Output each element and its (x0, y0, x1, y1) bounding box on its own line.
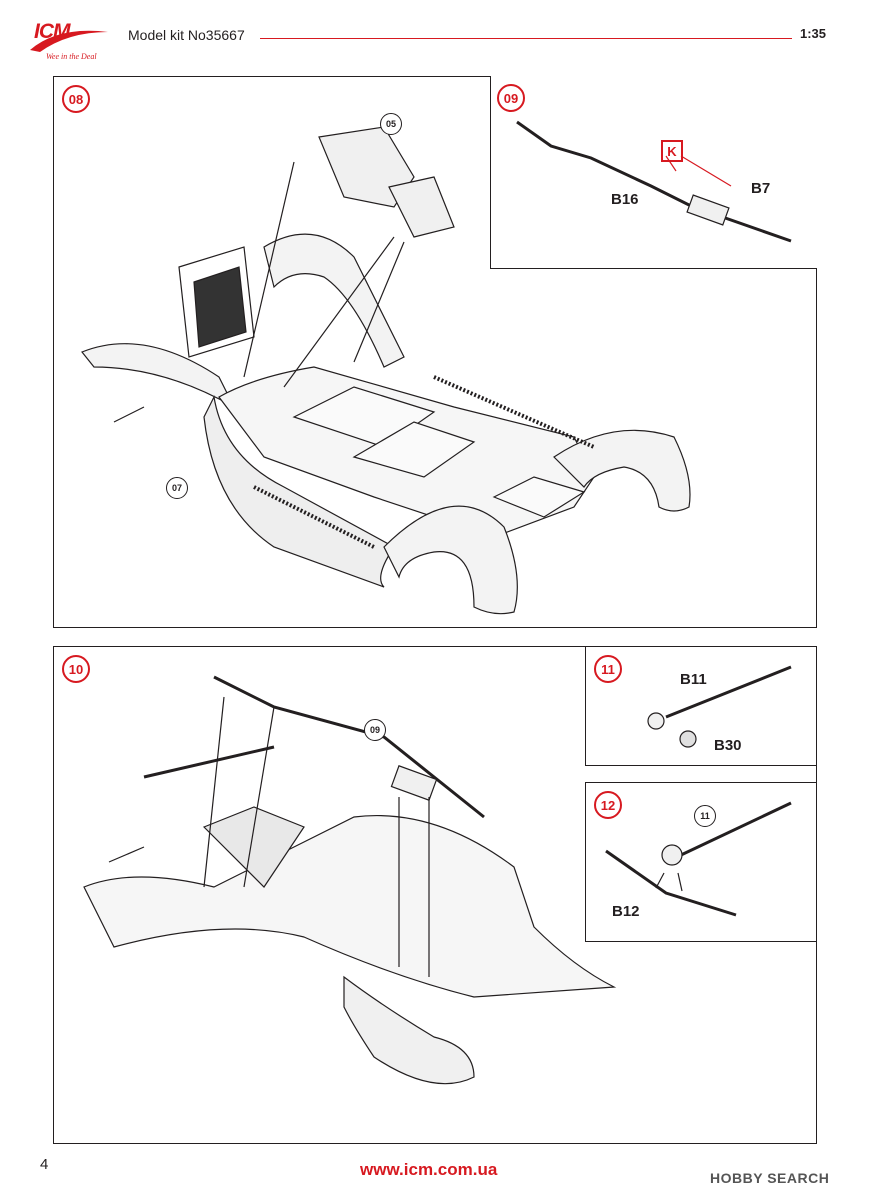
step-08-badge: 08 (62, 85, 90, 113)
step-10-badge: 10 (62, 655, 90, 683)
step-12-panel: 12 11 B12 (585, 782, 817, 942)
ref-11-callout: 11 (694, 805, 716, 827)
ref-09-callout: 09 (364, 719, 386, 741)
rear-axle-drawing (605, 801, 792, 917)
header-rule (260, 38, 792, 39)
logo-swoosh (30, 30, 108, 52)
logo-tagline: Wee in the Deal (46, 52, 97, 61)
kit-title: Model kit No35667 (128, 27, 245, 43)
step-11-panel: 11 B11 B30 (585, 646, 817, 766)
page-number: 4 (40, 1156, 49, 1173)
part-b11-label: B11 (680, 671, 707, 688)
part-b12-label: B12 (612, 903, 640, 920)
watermark: HOBBY SEARCH (710, 1170, 830, 1186)
step-09-badge: 09 (497, 84, 525, 112)
drive-shaft-drawing (647, 665, 792, 748)
part-b30-label: B30 (714, 737, 742, 754)
step-09-panel: 09 K B16 B7 (490, 76, 817, 269)
logo-text: ICM (34, 20, 70, 43)
part-b16-label: B16 (611, 191, 639, 208)
chassis-underside-drawing (83, 675, 617, 1085)
marker-k-box: K (661, 140, 683, 162)
scale-label: 1:35 (800, 26, 827, 41)
ref-05-callout: 05 (380, 113, 402, 135)
step-11-badge: 11 (594, 655, 622, 683)
ref-07-callout: 07 (166, 477, 188, 499)
step-12-badge: 12 (594, 791, 622, 819)
icm-logo: ICM Wee in the Deal (28, 20, 114, 72)
part-b7-label: B7 (751, 180, 771, 197)
website-link[interactable]: www.icm.com.ua (360, 1160, 498, 1179)
chassis-fenders-drawing (81, 126, 691, 615)
exhaust-pipe-drawing (516, 120, 792, 243)
